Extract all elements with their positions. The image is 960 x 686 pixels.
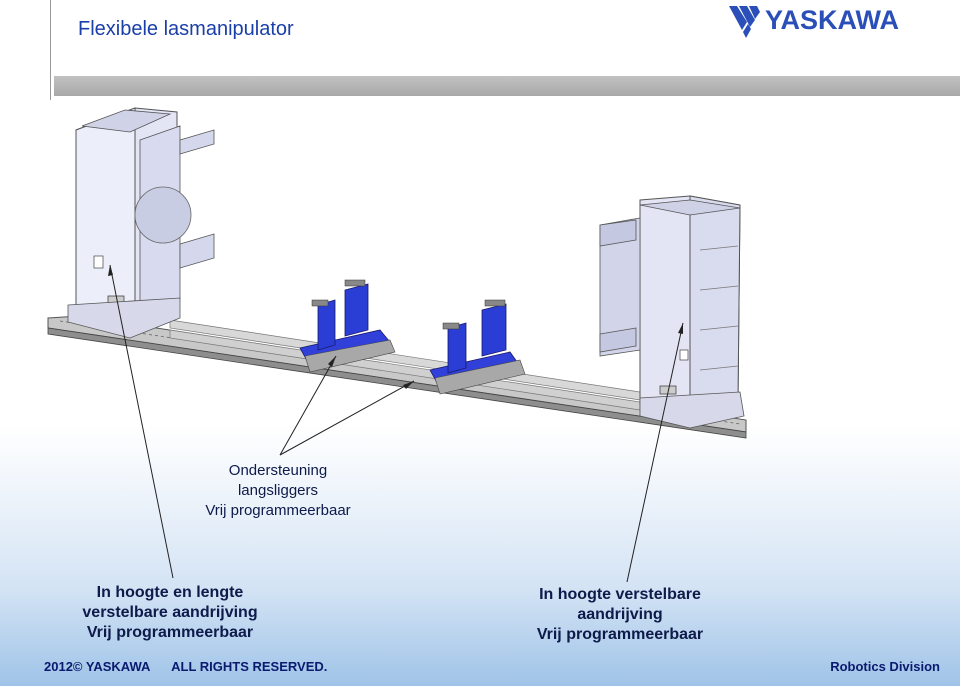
label-line: aandrijving — [577, 606, 663, 623]
yaskawa-logo: YASKAWA — [729, 5, 899, 38]
label-longitudinal-support: Ondersteuning langsliggers Vrij programm… — [178, 461, 378, 521]
callout-lines — [109, 264, 684, 583]
right-tower — [599, 195, 745, 429]
label-line: Vrij programmeerbaar — [536, 626, 704, 643]
label-line: Vrij programmeerbaar — [86, 624, 254, 641]
callout-arrowheads — [108, 265, 683, 389]
label-right-drive: In hoogte verstelbare aandrijving Vrij p… — [500, 585, 740, 645]
header-band — [54, 76, 960, 96]
footer-division: Robotics Division — [830, 659, 940, 674]
yaskawa-logo-text: YASKAWA — [765, 5, 899, 35]
support-carriage-left — [299, 279, 396, 373]
label-line: Vrij programmeerbaar — [205, 502, 351, 519]
label-line: Ondersteuning — [228, 462, 328, 479]
left-tower — [67, 107, 215, 339]
support-carriage-right — [429, 299, 526, 395]
label-line: In hoogte en lengte — [96, 584, 244, 601]
header-divider — [50, 0, 51, 100]
rail-track — [47, 315, 747, 439]
page-title: Flexibele lasmanipulator — [78, 18, 294, 40]
label-line: langsliggers — [237, 482, 319, 499]
footer-copyright: 2012© YASKAWA ALL RIGHTS RESERVED. — [44, 659, 328, 674]
yaskawa-logo-mark-icon — [729, 6, 760, 38]
label-line: verstelbare aandrijving — [82, 604, 258, 621]
label-line: In hoogte verstelbare — [539, 586, 701, 603]
label-left-drive: In hoogte en lengte verstelbare aandrijv… — [50, 583, 290, 643]
